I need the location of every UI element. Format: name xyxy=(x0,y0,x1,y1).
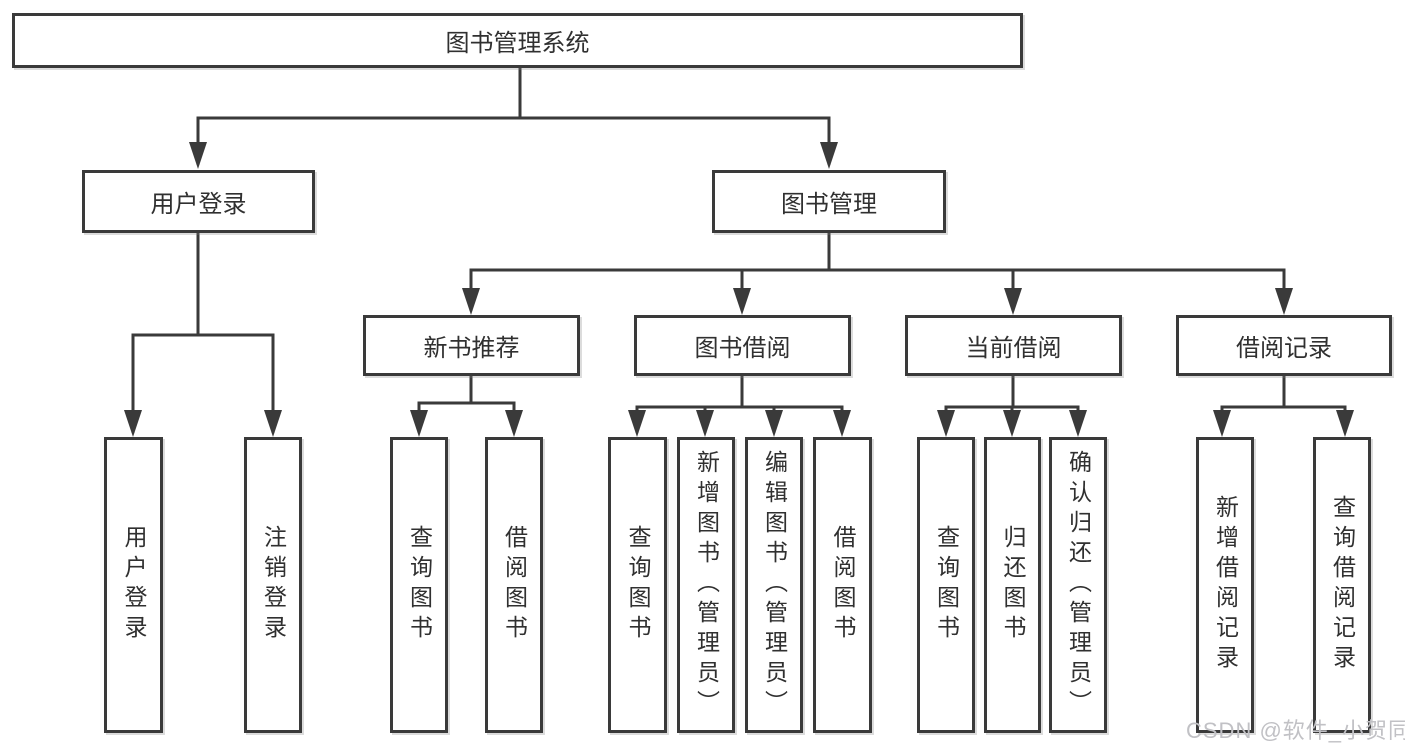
leaf-query-borrow-record: 查询借阅记录 xyxy=(1313,437,1371,733)
leaf-logout: 注销登录 xyxy=(244,437,302,733)
node-book-borrow-label: 图书借阅 xyxy=(694,335,791,362)
leaf-edit-book-admin: 编辑图书（管理员） xyxy=(745,437,803,733)
node-root-label: 图书管理系统 xyxy=(445,30,590,57)
leaf-borrow-query-books: 查询图书 xyxy=(608,437,667,733)
leaf-recommend-query-books: 查询图书 xyxy=(390,437,448,733)
leaf-recommend-borrow-books-label: 借阅图书 xyxy=(501,525,528,645)
leaf-user-login: 用户登录 xyxy=(104,437,163,733)
leaf-query-borrow-record-label: 查询借阅记录 xyxy=(1329,495,1356,675)
node-book-borrow: 图书借阅 xyxy=(634,315,851,376)
leaf-add-borrow-record: 新增借阅记录 xyxy=(1196,437,1254,733)
leaf-user-login-label: 用户登录 xyxy=(121,525,147,645)
node-new-book-recommend: 新书推荐 xyxy=(363,315,580,376)
node-new-book-recommend-label: 新书推荐 xyxy=(423,335,520,362)
node-book-management: 图书管理 xyxy=(712,170,946,233)
leaf-edit-book-admin-label: 编辑图书（管理员） xyxy=(761,450,788,720)
leaf-confirm-return-admin-label: 确认归还（管理员） xyxy=(1065,450,1092,720)
leaf-add-book-admin-label: 新增图书（管理员） xyxy=(693,450,720,720)
leaf-recommend-query-books-label: 查询图书 xyxy=(406,525,433,645)
leaf-current-query-books: 查询图书 xyxy=(917,437,975,733)
leaf-borrow-books: 借阅图书 xyxy=(813,437,872,733)
leaf-return-books: 归还图书 xyxy=(984,437,1041,733)
leaf-recommend-borrow-books: 借阅图书 xyxy=(485,437,543,733)
node-borrow-records-label: 借阅记录 xyxy=(1236,335,1332,362)
node-borrow-records: 借阅记录 xyxy=(1176,315,1392,376)
leaf-add-borrow-record-label: 新增借阅记录 xyxy=(1212,495,1239,675)
node-user-login-label: 用户登录 xyxy=(150,191,247,218)
leaf-confirm-return-admin: 确认归还（管理员） xyxy=(1049,437,1107,733)
leaf-borrow-query-books-label: 查询图书 xyxy=(625,525,651,645)
leaf-borrow-books-label: 借阅图书 xyxy=(830,525,856,645)
node-root: 图书管理系统 xyxy=(12,13,1023,68)
node-user-login: 用户登录 xyxy=(82,170,315,233)
leaf-return-books-label: 归还图书 xyxy=(1000,525,1026,645)
leaf-current-query-books-label: 查询图书 xyxy=(933,525,960,645)
node-current-borrow-label: 当前借阅 xyxy=(965,335,1062,362)
watermark: CSDN @软件_小贺同学 xyxy=(1186,718,1405,743)
node-book-management-label: 图书管理 xyxy=(781,191,877,218)
leaf-logout-label: 注销登录 xyxy=(260,525,287,645)
leaf-add-book-admin: 新增图书（管理员） xyxy=(677,437,735,733)
node-current-borrow: 当前借阅 xyxy=(905,315,1122,376)
